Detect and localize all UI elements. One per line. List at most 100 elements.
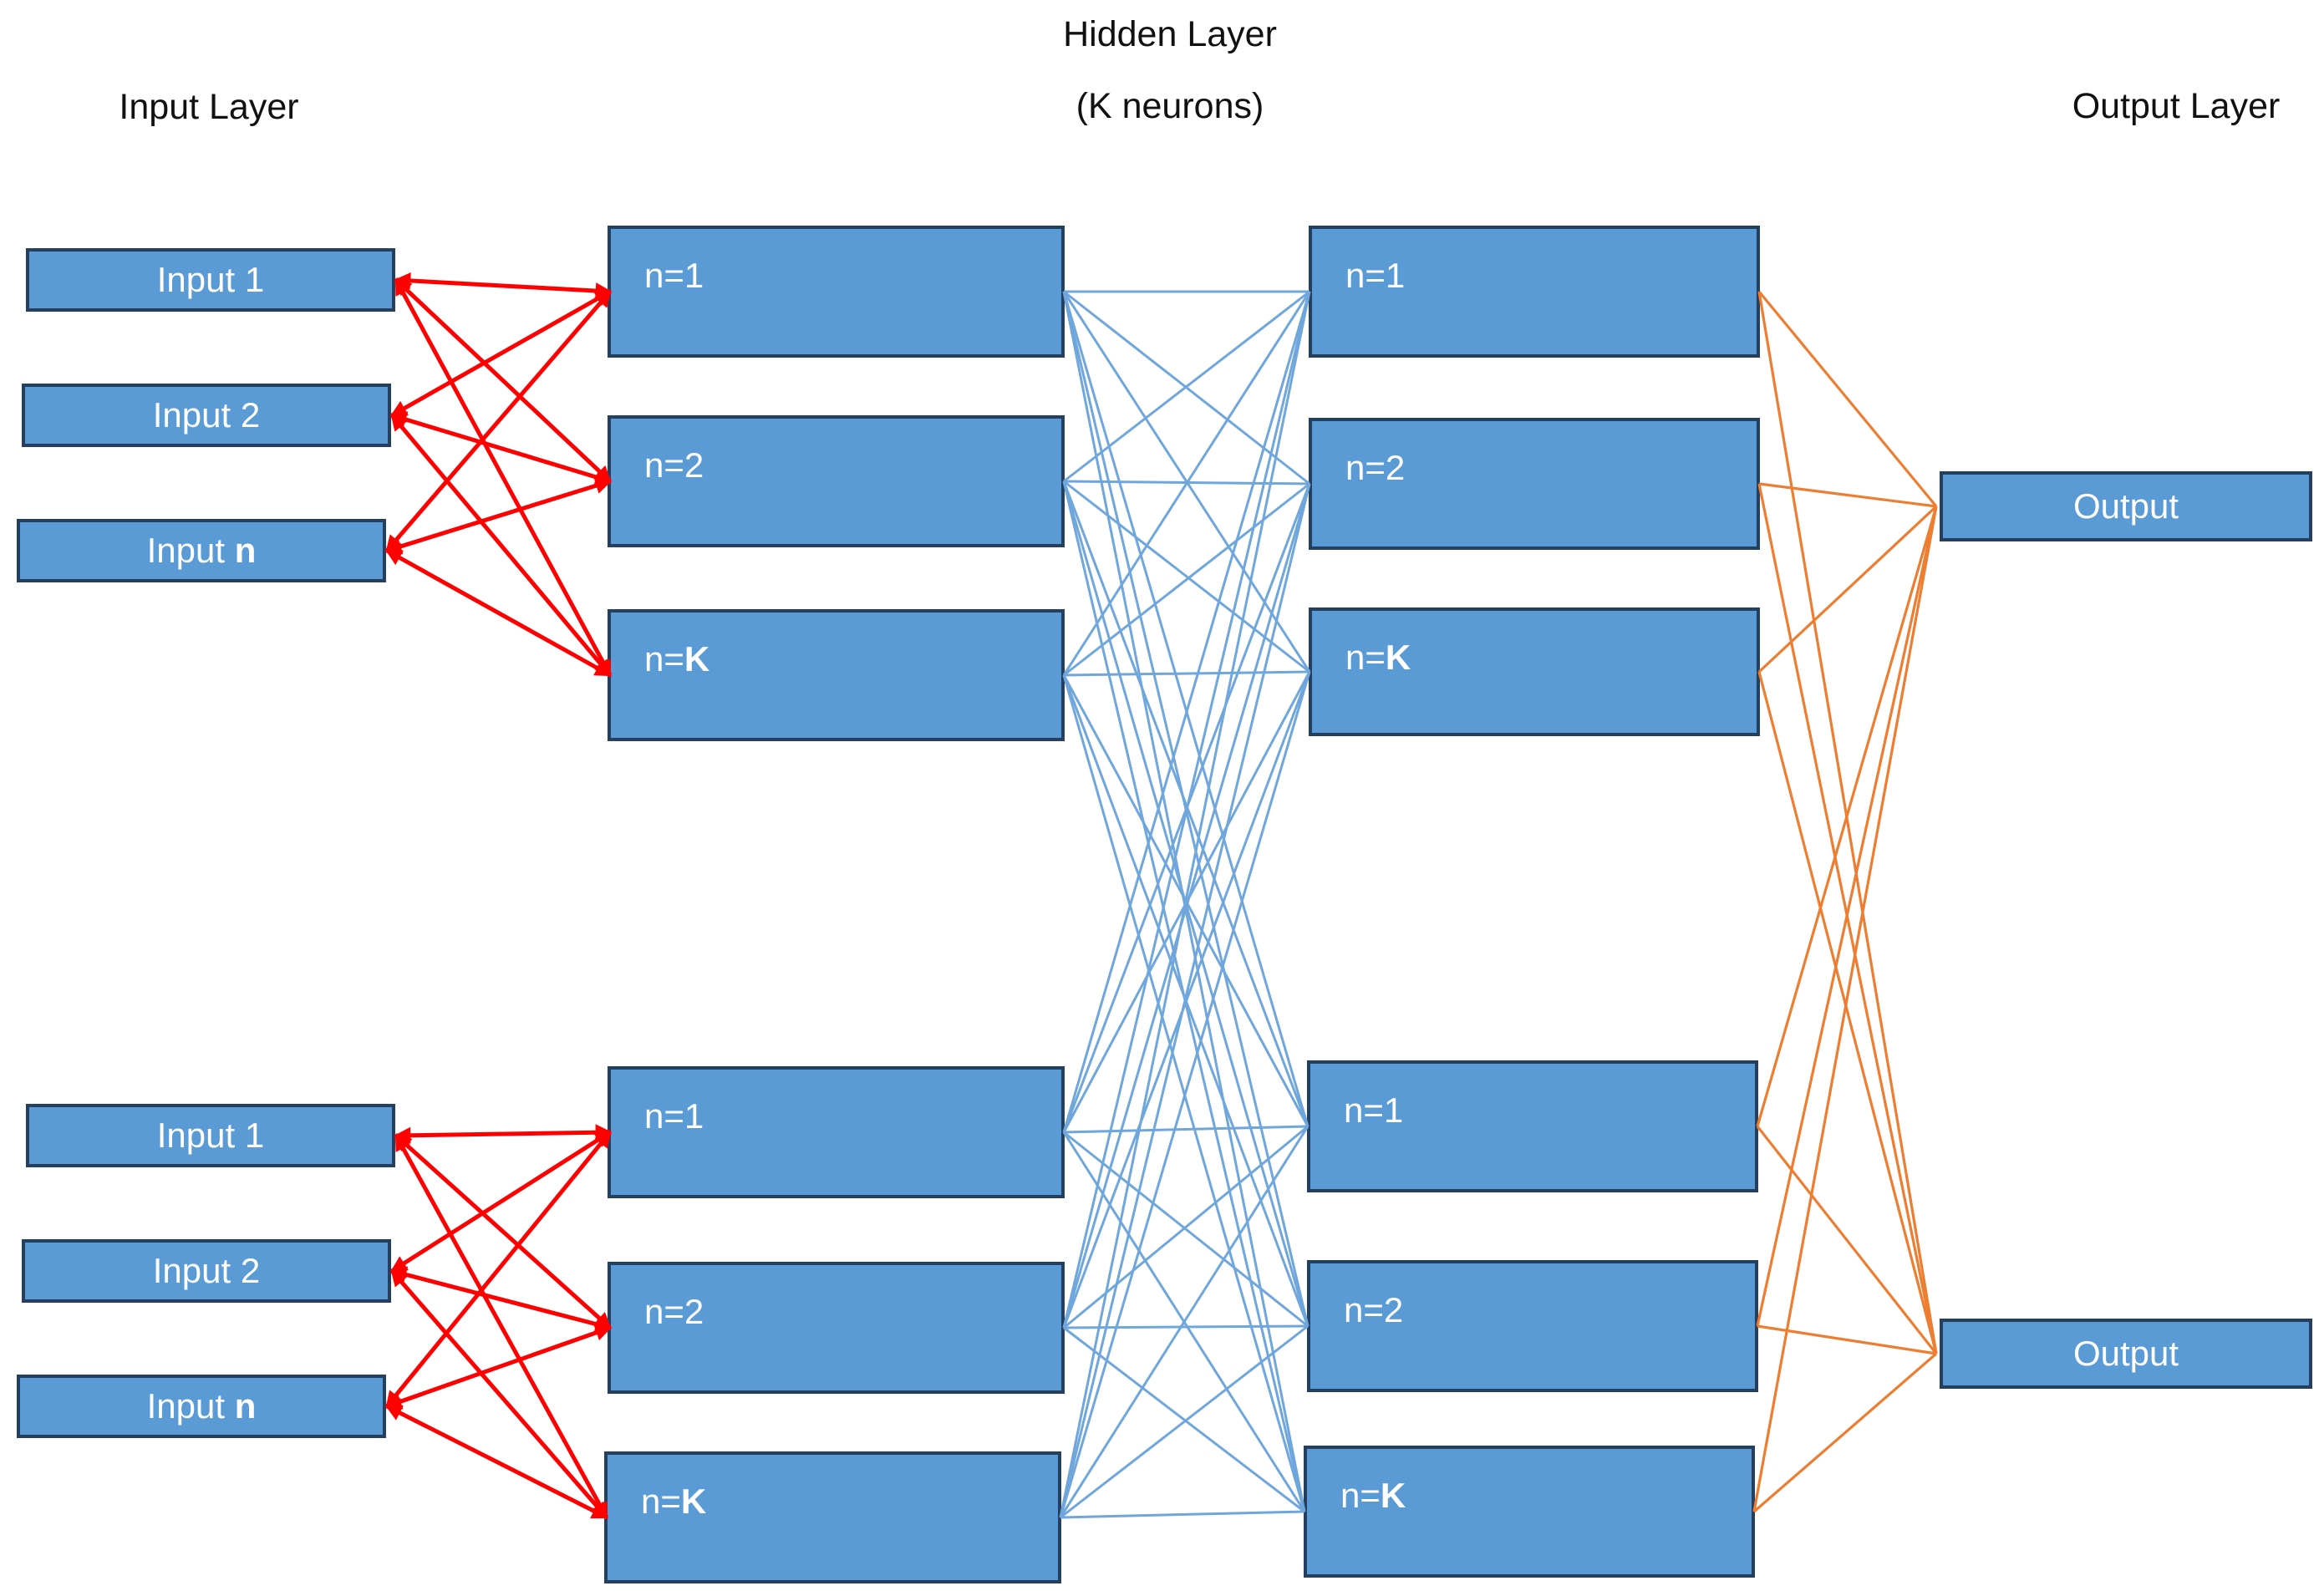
connection-line	[384, 1324, 613, 1410]
connection-line	[1062, 674, 1309, 1127]
connection-line	[1063, 1131, 1309, 1328]
connection-line	[1062, 291, 1309, 1127]
connection-line	[1060, 1324, 1309, 1519]
connection-line	[1062, 480, 1309, 1127]
connection-line	[1062, 291, 1306, 1512]
connection-line	[1756, 1126, 1938, 1355]
connection-line	[1757, 505, 1938, 673]
input-node-1-group-b: Input 1	[26, 1104, 395, 1167]
connection-line	[1758, 482, 1937, 508]
connection-line	[1062, 671, 1311, 1329]
node-label-bold: K	[1385, 638, 1411, 677]
node-label-bold: K	[1380, 1476, 1406, 1515]
connection-line	[394, 1133, 609, 1520]
connection-line	[390, 414, 612, 677]
connection-line	[394, 277, 613, 678]
node-label: Input 2	[152, 1251, 261, 1290]
connection-line	[1062, 674, 1306, 1512]
hidden2-node-k-group-a: n=K	[1309, 607, 1760, 736]
node-label: Input	[146, 531, 235, 570]
node-label: Output	[2072, 486, 2179, 526]
node-label: n=1	[644, 1096, 704, 1136]
output-node-2: Output	[1940, 1319, 2312, 1389]
hidden1-node-1-group-b: n=1	[608, 1066, 1065, 1198]
connection-line	[1059, 671, 1311, 1518]
connection-line	[389, 289, 613, 418]
connection-line	[1062, 480, 1309, 1327]
connection-line	[1063, 290, 1310, 485]
connection-line	[394, 278, 612, 483]
hidden2-node-2-group-b: n=2	[1307, 1260, 1758, 1392]
node-label: n=1	[644, 256, 704, 295]
connection-line	[1063, 1324, 1309, 1329]
hidden1-node-2-group-a: n=2	[608, 415, 1065, 547]
connection-line	[394, 1134, 612, 1329]
node-label: n=	[641, 1482, 681, 1521]
connection-line	[1062, 291, 1311, 676]
connection-line	[385, 290, 612, 552]
node-label-bold: n	[234, 1386, 257, 1426]
hidden1-node-k-group-b: n=K	[604, 1451, 1061, 1583]
connection-line	[1059, 1126, 1309, 1518]
node-label: Input 1	[156, 1116, 265, 1155]
connection-line	[394, 272, 613, 300]
node-label: n=	[1345, 638, 1386, 677]
connection-line	[1062, 291, 1309, 1327]
connection-line	[1757, 291, 1938, 1355]
node-label: Input 1	[156, 260, 265, 299]
connection-line	[1060, 1510, 1305, 1519]
connection-line	[390, 1269, 608, 1519]
node-label-bold: K	[684, 639, 710, 679]
hidden2-node-2-group-a: n=2	[1309, 418, 1760, 550]
connection-line	[1062, 483, 1311, 1133]
hidden2-node-1-group-a: n=1	[1309, 226, 1760, 358]
connection-line	[1062, 671, 1311, 1133]
connection-line	[1059, 291, 1311, 1518]
connection-line	[1063, 480, 1310, 485]
connection-line	[1063, 1125, 1309, 1329]
connection-line	[1063, 670, 1310, 677]
connection-line	[1062, 483, 1311, 1329]
connection-line	[1063, 290, 1310, 483]
connection-line	[390, 1130, 612, 1273]
hidden1-node-k-group-a: n=K	[608, 609, 1065, 741]
connection-line	[384, 1404, 609, 1520]
output-layer-title: Output Layer	[2072, 86, 2281, 126]
input-node-2-group-a: Input 2	[22, 384, 391, 447]
connection-line	[1062, 480, 1306, 1512]
connection-line	[1063, 480, 1310, 673]
connection-line	[1757, 1324, 1937, 1355]
hidden-layer-title-line1: Hidden Layer	[1063, 14, 1277, 54]
node-label: n=1	[1345, 256, 1406, 295]
input-node-n-group-a: Input n	[17, 519, 386, 582]
node-label-bold: n	[234, 531, 257, 570]
node-label: n=2	[644, 445, 704, 485]
connection-line	[1757, 671, 1938, 1355]
connection-line	[1756, 506, 1938, 1127]
connection-line	[384, 477, 613, 555]
connection-line	[1062, 291, 1311, 1329]
connection-line	[1062, 1131, 1306, 1512]
connection-line	[1757, 290, 1938, 508]
connection-line	[394, 1124, 613, 1144]
node-label: Output	[2072, 1334, 2179, 1373]
hidden-layer-title-line2: (K neurons)	[1076, 86, 1264, 126]
node-label: n=	[1340, 1476, 1381, 1515]
connection-line	[1757, 483, 1938, 1355]
connection-line	[1756, 506, 1938, 1327]
hidden1-node-1-group-a: n=1	[608, 226, 1065, 358]
connection-line	[1752, 506, 1938, 1512]
hidden1-node-2-group-b: n=2	[608, 1262, 1065, 1394]
node-label: n=2	[644, 1292, 704, 1331]
hidden2-node-k-group-b: n=K	[1304, 1446, 1755, 1578]
input-node-2-group-b: Input 2	[22, 1239, 391, 1303]
connection-line	[389, 1266, 613, 1333]
connection-line	[1062, 674, 1309, 1327]
input-node-1-group-a: Input 1	[26, 248, 395, 312]
connection-line	[384, 548, 613, 678]
node-label-bold: K	[680, 1482, 707, 1521]
connection-line	[1062, 291, 1311, 1133]
node-label: n=2	[1345, 448, 1406, 487]
connection-line	[1752, 1352, 1938, 1513]
